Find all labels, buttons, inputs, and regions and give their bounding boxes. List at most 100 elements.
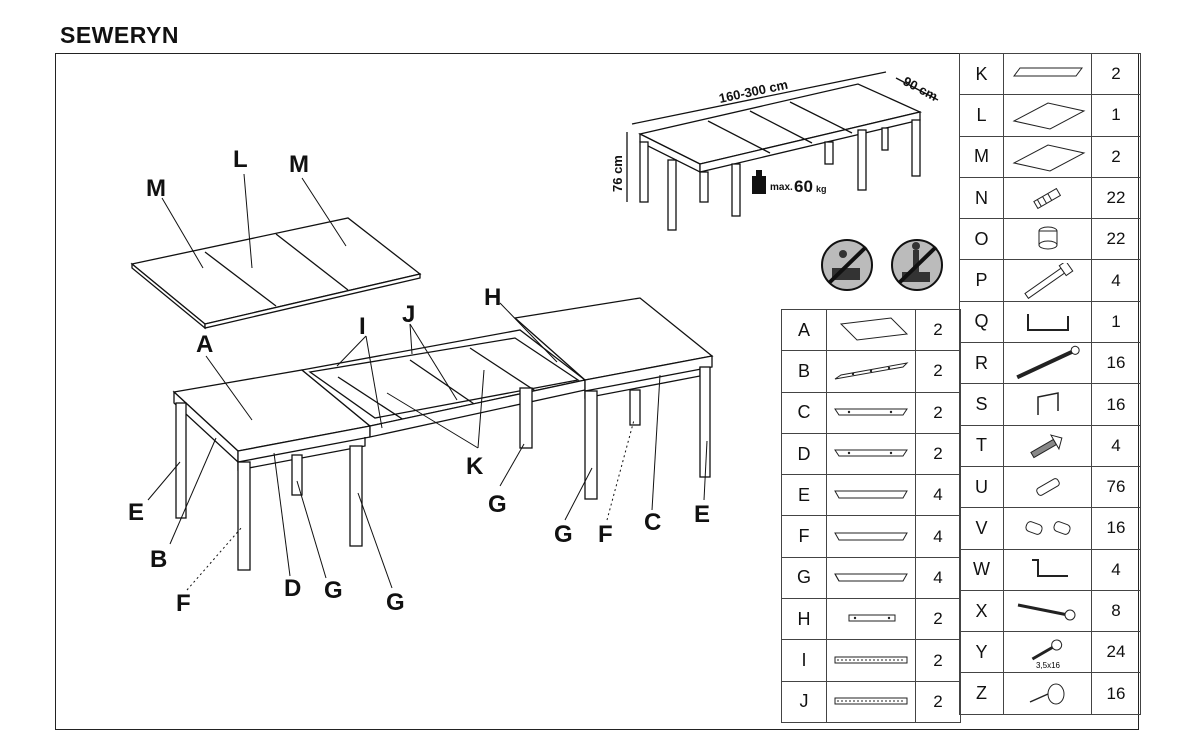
- part-quantity: 16: [1091, 672, 1141, 715]
- callout-g-1: G: [324, 577, 343, 604]
- callout-l: L: [233, 146, 248, 173]
- panel-icon: [1003, 94, 1092, 137]
- part-code: L: [959, 94, 1004, 137]
- part-quantity: 16: [1091, 507, 1141, 550]
- callout-a: A: [196, 331, 213, 358]
- max-load-value: 60: [794, 177, 813, 196]
- narrow-board-icon: [1003, 52, 1092, 96]
- part-code: X: [959, 589, 1004, 633]
- part-quantity: 8: [1091, 589, 1141, 633]
- long-rail-icon: [826, 515, 916, 558]
- dimension-depth: 90 cm: [901, 73, 941, 104]
- connector-icon: [1003, 507, 1092, 550]
- wall-plug-icon: [1003, 176, 1092, 220]
- dimension-length: 160-300 cm: [718, 77, 790, 106]
- small-bar-icon: [826, 598, 916, 641]
- top-boards: [130, 217, 422, 330]
- callout-e-right: E: [694, 501, 710, 528]
- part-code: W: [959, 548, 1004, 591]
- glide-icon: [1003, 672, 1092, 715]
- side-rail-icon: [826, 350, 916, 393]
- part-code: Z: [959, 672, 1004, 715]
- dimension-height: 76 cm: [610, 155, 625, 192]
- part-code: E: [781, 474, 827, 517]
- part-quantity: 1: [1091, 94, 1141, 137]
- part-quantity: 4: [1091, 424, 1141, 467]
- part-quantity: 4: [915, 556, 961, 600]
- part-code: Q: [959, 300, 1004, 344]
- long-screw-icon: [1003, 342, 1092, 385]
- part-quantity: 2: [915, 308, 961, 352]
- part-code: D: [781, 432, 827, 476]
- part-quantity: 2: [915, 391, 961, 434]
- bolt-icon: [1003, 259, 1092, 302]
- weight-icon: [752, 170, 766, 194]
- callout-b: B: [150, 546, 167, 573]
- part-code: C: [781, 391, 827, 434]
- part-quantity: 2: [915, 432, 961, 476]
- callout-f-left: F: [176, 590, 191, 617]
- part-code: A: [781, 308, 827, 352]
- part-code: N: [959, 176, 1004, 220]
- part-code: I: [781, 639, 827, 682]
- part-code: Y: [959, 631, 1004, 674]
- callout-g-2: G: [386, 589, 405, 616]
- callout-g-3: G: [488, 491, 507, 518]
- part-code: F: [781, 515, 827, 558]
- part-code: H: [781, 598, 827, 641]
- part-quantity: 2: [915, 680, 961, 723]
- part-code: J: [781, 680, 827, 723]
- part-code: G: [781, 556, 827, 600]
- end-rail-icon: [826, 391, 916, 434]
- bracket-icon: [1003, 383, 1092, 426]
- leg-icon: [826, 556, 916, 600]
- allen-key-icon: [1003, 300, 1092, 344]
- dimension-overview: [626, 71, 939, 231]
- page-title: SEWERYN: [60, 22, 179, 48]
- max-load-unit: kg: [816, 184, 827, 194]
- slide-rail-icon: [826, 680, 916, 723]
- callout-g-4: G: [554, 521, 573, 548]
- part-code: O: [959, 218, 1004, 261]
- callout-j: J: [402, 301, 415, 328]
- callout-d: D: [284, 575, 301, 602]
- part-quantity: 4: [915, 515, 961, 558]
- part-quantity: 4: [915, 474, 961, 517]
- large-panel-icon: [826, 308, 916, 352]
- callout-m-left: M: [146, 175, 166, 202]
- part-quantity: 2: [915, 639, 961, 682]
- panel-icon: [1003, 135, 1092, 178]
- end-rail-icon: [826, 432, 916, 476]
- slide-rail-icon: [826, 639, 916, 682]
- cam-lock-icon: [1003, 218, 1092, 261]
- part-quantity: 76: [1091, 465, 1141, 509]
- wing-screw-icon: [1003, 424, 1092, 467]
- part-quantity: 2: [915, 598, 961, 641]
- part-quantity: 4: [1091, 259, 1141, 302]
- dowel-icon: [1003, 465, 1092, 509]
- parts-row: Z 16: [959, 672, 1141, 715]
- part-code: R: [959, 342, 1004, 385]
- left-table-half: [172, 369, 372, 571]
- callout-e-left: E: [128, 499, 144, 526]
- part-code: B: [781, 350, 827, 393]
